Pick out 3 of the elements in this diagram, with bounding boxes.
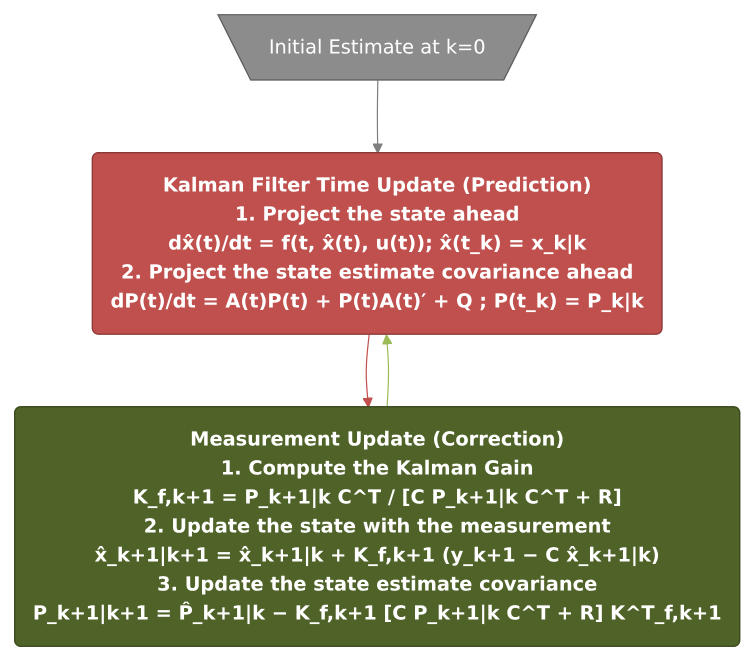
arrow (382, 334, 393, 408)
arrow (362, 334, 374, 408)
arrow (372, 80, 384, 154)
